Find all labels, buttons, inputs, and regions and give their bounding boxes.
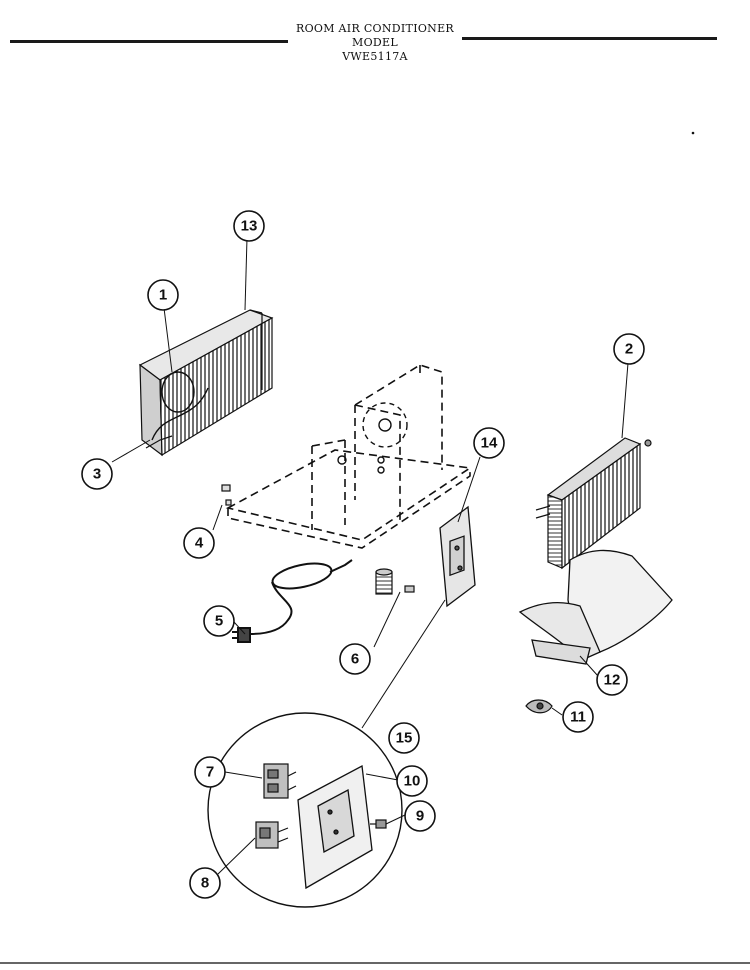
callout-2: 2 xyxy=(613,333,645,365)
svg-text:7: 7 xyxy=(206,764,214,781)
callout-8: 8 xyxy=(189,867,221,899)
evaporator-coil xyxy=(535,437,652,570)
speck-mark xyxy=(691,131,695,135)
control-panel-plate xyxy=(439,505,476,608)
capacitor xyxy=(375,568,415,595)
svg-text:12: 12 xyxy=(604,672,621,689)
callout-3: 3 xyxy=(81,458,113,490)
callout-15: 15 xyxy=(388,722,420,754)
power-cord xyxy=(232,559,353,643)
svg-text:4: 4 xyxy=(195,535,204,552)
header-rule-right xyxy=(462,37,717,40)
control-bracket xyxy=(297,764,373,890)
drain-pan xyxy=(518,549,673,665)
svg-text:2: 2 xyxy=(625,341,633,358)
svg-text:3: 3 xyxy=(93,466,101,483)
svg-text:8: 8 xyxy=(201,875,209,892)
callout-11: 11 xyxy=(562,701,594,733)
rotary-switch-upper xyxy=(263,763,297,799)
svg-text:15: 15 xyxy=(396,730,413,747)
header-model-number: VWE5117A xyxy=(342,50,408,63)
detail-circle xyxy=(207,712,403,908)
callout-6: 6 xyxy=(339,643,371,675)
chassis-base xyxy=(225,364,473,549)
callout-1: 1 xyxy=(147,279,179,311)
svg-text:13: 13 xyxy=(241,218,258,235)
diagram-header: ROOM AIR CONDITIONER MODEL VWE5117A xyxy=(0,22,750,64)
header-title: ROOM AIR CONDITIONER xyxy=(295,22,454,35)
clip-part xyxy=(221,484,232,506)
callout-4: 4 xyxy=(183,527,215,559)
condenser-coil xyxy=(138,309,274,457)
svg-text:1: 1 xyxy=(159,287,167,304)
callout-7: 7 xyxy=(194,756,226,788)
blower-scroll xyxy=(337,402,408,474)
callout-10: 10 xyxy=(396,765,428,797)
rotary-switch-lower xyxy=(255,821,289,849)
svg-text:11: 11 xyxy=(570,709,586,726)
svg-text:14: 14 xyxy=(481,435,498,452)
callout-14: 14 xyxy=(473,427,505,459)
callout-9: 9 xyxy=(404,800,436,832)
svg-text:5: 5 xyxy=(215,613,223,630)
callout-12: 12 xyxy=(596,664,628,696)
svg-text:9: 9 xyxy=(416,808,424,825)
mounting-screw xyxy=(370,819,387,829)
control-knob xyxy=(525,699,553,714)
callout-13: 13 xyxy=(233,210,265,242)
leader-lines xyxy=(111,237,629,875)
header-model-label: MODEL xyxy=(352,36,398,49)
svg-text:10: 10 xyxy=(404,773,421,790)
svg-text:6: 6 xyxy=(351,651,359,668)
callout-5: 5 xyxy=(203,605,235,637)
header-rule-left xyxy=(10,40,288,43)
